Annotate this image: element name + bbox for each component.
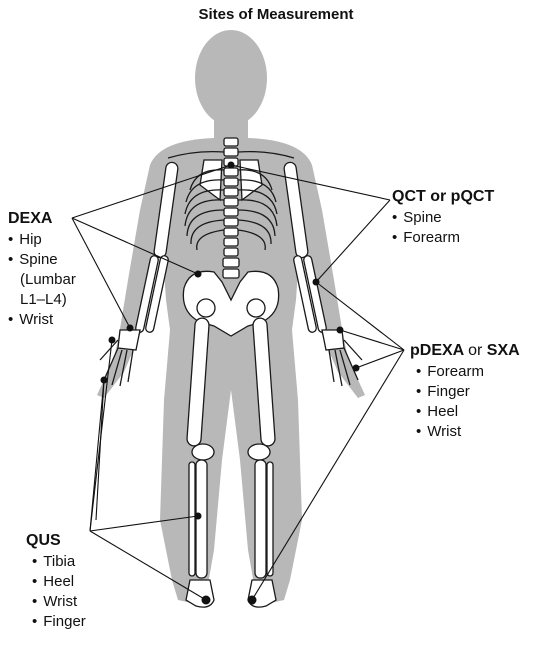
qus-label: QUS Tibia Heel Wrist Finger [26,530,86,632]
site-dot-heel-right [248,596,257,605]
figure-title: Sites of Measurement [0,6,552,23]
pdexa-heading: pDEXA or SXA [410,340,520,362]
dexa-site-item: Wrist [8,310,76,330]
qct-label: QCT or pQCT Spine Forearm [392,186,494,248]
qct-site-item: Forearm [392,228,494,248]
site-dot-wrist-left-lower [109,337,116,344]
site-dot-forearm-right [313,279,320,286]
pdexa-site-list: Forearm Finger Heel Wrist [410,362,520,442]
qct-site-item: Spine [392,208,494,228]
dexa-heading: DEXA [8,208,76,230]
site-dot-finger-right [353,365,360,372]
site-dot-hip [195,271,202,278]
pdexa-site-item: Forearm [416,362,520,382]
dexa-site-item: Hip [8,230,76,250]
site-dot-wrist-right [337,327,344,334]
dexa-label: DEXA Hip Spine (Lumbar L1–L4) Wrist [8,208,76,330]
pdexa-label: pDEXA or SXA Forearm Finger Heel Wrist [410,340,520,442]
qus-site-list: Tibia Heel Wrist Finger [26,552,86,632]
qus-site-item: Heel [32,572,86,592]
site-dot-heel-left [202,596,211,605]
dexa-site-continuation: (Lumbar [8,270,76,290]
qus-site-item: Tibia [32,552,86,572]
dexa-site-list: Hip Spine (Lumbar L1–L4) Wrist [8,230,76,330]
pdexa-site-item: Heel [416,402,520,422]
site-dot-wrist-left [127,325,134,332]
pdexa-site-item: Finger [416,382,520,402]
qus-site-item: Finger [32,612,86,632]
qus-site-item: Wrist [32,592,86,612]
pdexa-site-item: Wrist [416,422,520,442]
qct-site-list: Spine Forearm [392,208,494,248]
qct-heading: QCT or pQCT [392,186,494,208]
dexa-site-continuation: L1–L4) [8,290,76,310]
site-dot-finger-left [101,377,108,384]
qus-heading: QUS [26,530,86,552]
dexa-site-item: Spine (Lumbar L1–L4) [8,250,76,310]
site-dot-spine [228,162,235,169]
site-dot-tibia [195,513,202,520]
